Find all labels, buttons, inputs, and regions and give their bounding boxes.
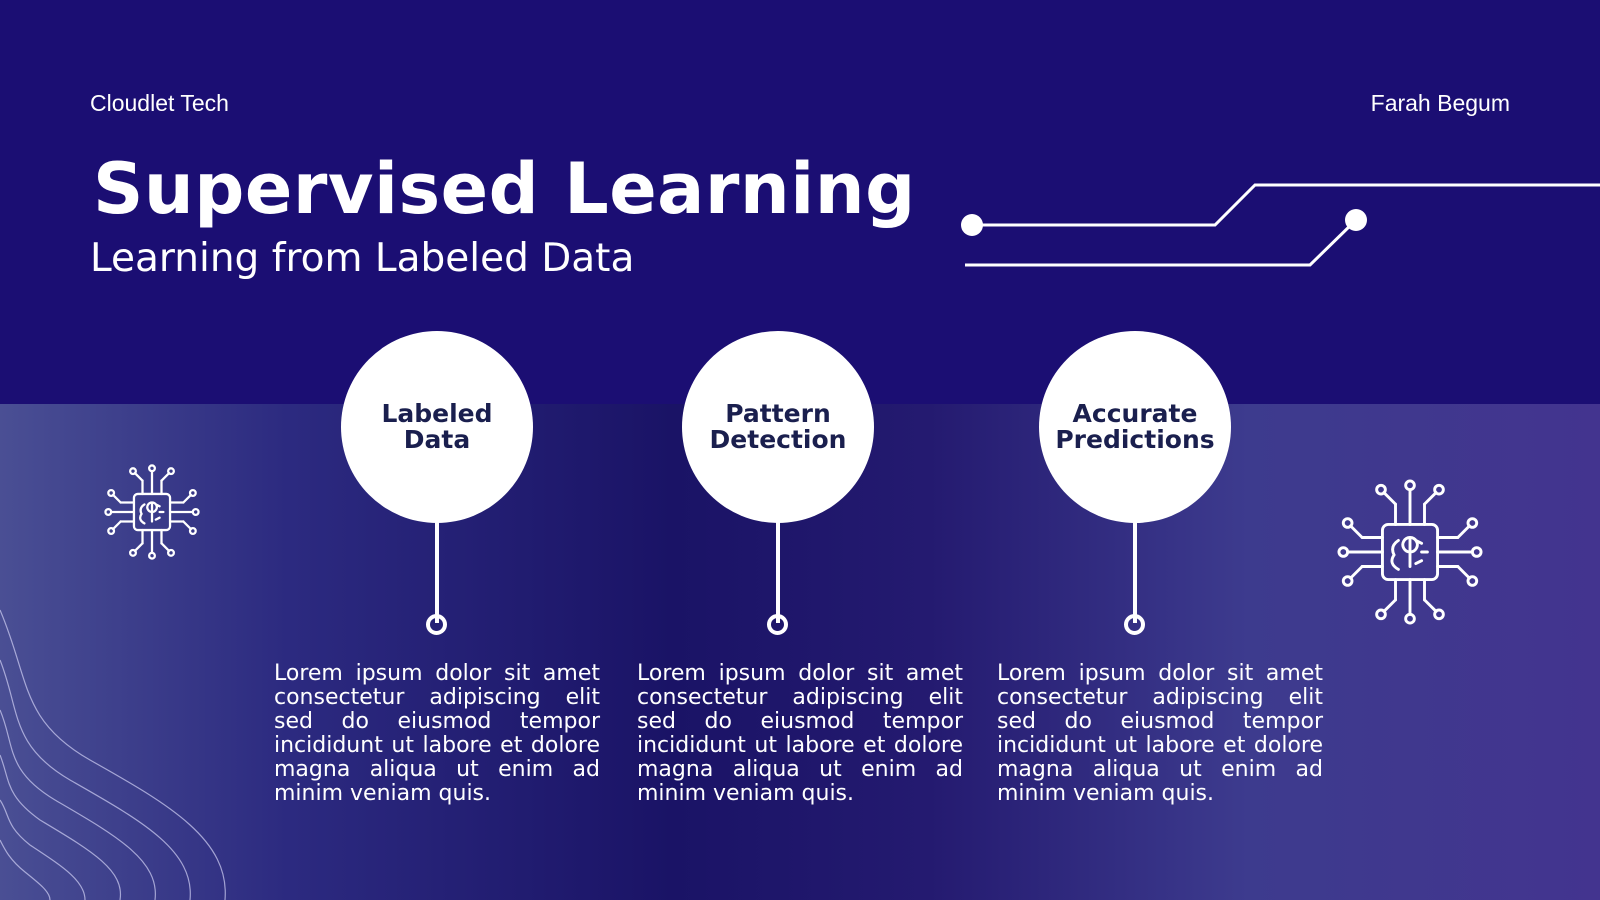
circuit-lines (965, 183, 1600, 267)
step-node (426, 614, 447, 635)
circuit-node-dot (961, 214, 983, 236)
slide-title: Supervised Learning (93, 148, 916, 230)
step-connector (435, 521, 439, 623)
presenter-name: Farah Begum (1370, 90, 1510, 116)
ai-chip-icon (1337, 479, 1483, 625)
step-circle-pattern-detection: Pattern Detection (682, 331, 874, 523)
company-name: Cloudlet Tech (90, 90, 229, 116)
slide-subtitle: Learning from Labeled Data (90, 236, 635, 281)
step-circle-accurate-predictions: Accurate Predictions (1039, 331, 1231, 523)
step-description: Lorem ipsum dolor sit amet consectetur a… (637, 661, 963, 806)
step-node (1124, 614, 1145, 635)
contour-waves (0, 609, 226, 900)
ai-chip-icon (104, 464, 200, 560)
step-connector (1133, 521, 1137, 623)
circuit-node-dot (1345, 209, 1367, 231)
step-description: Lorem ipsum dolor sit amet consectetur a… (274, 661, 600, 806)
step-label: Accurate Predictions (1055, 399, 1215, 454)
step-node (767, 614, 788, 635)
step-circle-labeled-data: Labeled Data (341, 331, 533, 523)
step-description: Lorem ipsum dolor sit amet consectetur a… (997, 661, 1323, 806)
step-connector (776, 521, 780, 623)
step-label: Labeled Data (381, 399, 493, 454)
step-label: Pattern Detection (709, 399, 847, 454)
